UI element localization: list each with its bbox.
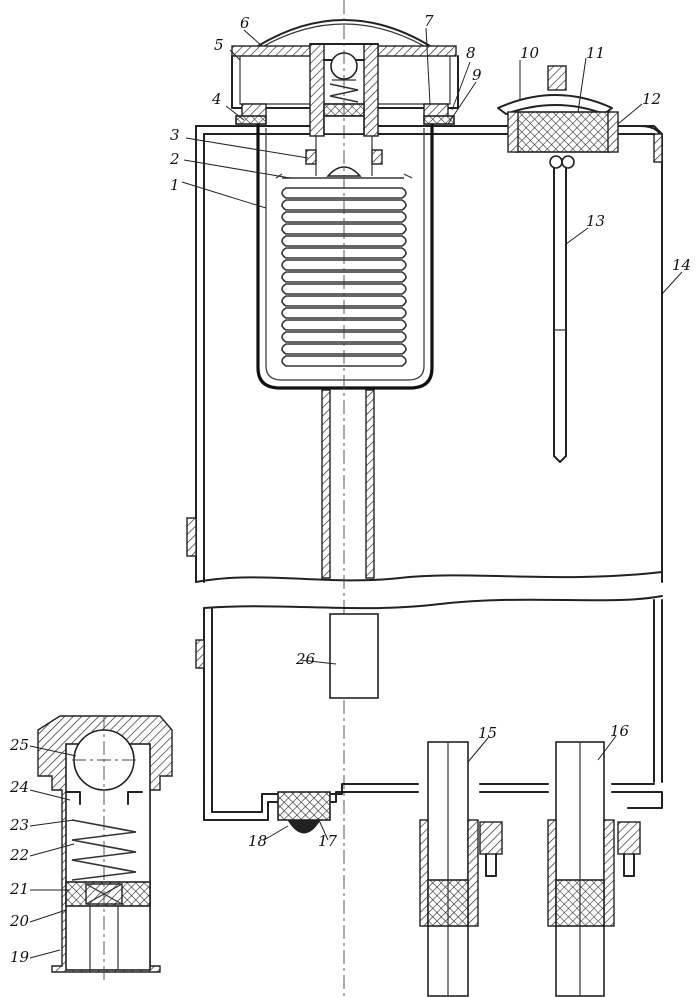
label-12: 12 bbox=[642, 90, 661, 108]
label-2: 2 bbox=[169, 150, 180, 168]
label-11: 11 bbox=[586, 44, 605, 62]
label-16: 16 bbox=[610, 722, 630, 740]
label-23: 23 bbox=[9, 816, 29, 834]
label-26: 26 bbox=[295, 650, 316, 668]
label-24: 24 bbox=[9, 778, 29, 796]
bellows-fold bbox=[281, 295, 407, 307]
label-3: 3 bbox=[170, 126, 180, 144]
label-20: 20 bbox=[9, 912, 30, 930]
label-15: 15 bbox=[478, 724, 497, 742]
label-6: 6 bbox=[240, 14, 250, 32]
vent-plug-assembly bbox=[497, 65, 619, 463]
bellows-fold bbox=[281, 199, 407, 211]
bellows-fold bbox=[281, 223, 407, 235]
label-22: 22 bbox=[9, 846, 29, 864]
label-5: 5 bbox=[214, 36, 224, 54]
bellows-fold bbox=[281, 259, 407, 271]
label-4: 4 bbox=[211, 90, 222, 108]
valve-detail bbox=[37, 715, 173, 980]
bellows-fold bbox=[281, 271, 407, 283]
central-pipe bbox=[321, 0, 375, 996]
bellows bbox=[275, 173, 413, 367]
outlet-pipe-16 bbox=[547, 741, 641, 997]
bellows-fold bbox=[281, 307, 407, 319]
filler-cap-assembly bbox=[231, 19, 459, 177]
label-13: 13 bbox=[586, 212, 605, 230]
part-labels: 1 2 3 4 5 6 7 8 9 10 11 12 13 bbox=[9, 12, 691, 966]
label-14: 14 bbox=[672, 256, 691, 274]
bellows-fold bbox=[281, 187, 407, 199]
label-10: 10 bbox=[520, 44, 540, 62]
bellows-fold bbox=[281, 247, 407, 259]
tank-upper-section bbox=[186, 125, 663, 583]
label-25: 25 bbox=[9, 736, 29, 754]
drain-plug bbox=[277, 791, 331, 834]
label-9: 9 bbox=[472, 66, 482, 84]
label-18: 18 bbox=[248, 832, 267, 850]
label-21: 21 bbox=[9, 880, 29, 898]
label-8: 8 bbox=[466, 44, 476, 62]
filter-cup bbox=[256, 124, 434, 390]
outlet-pipe-15 bbox=[419, 741, 503, 997]
label-7: 7 bbox=[424, 12, 434, 30]
bellows-fold bbox=[281, 343, 407, 355]
label-19: 19 bbox=[10, 948, 30, 966]
label-17: 17 bbox=[318, 832, 338, 850]
label-1: 1 bbox=[170, 176, 180, 194]
bellows-fold bbox=[281, 331, 407, 343]
bellows-fold bbox=[281, 235, 407, 247]
bellows-fold bbox=[281, 319, 407, 331]
bellows-fold bbox=[281, 355, 407, 367]
tank-lower-section bbox=[195, 595, 663, 821]
bellows-fold bbox=[281, 283, 407, 295]
bellows-fold bbox=[281, 211, 407, 223]
